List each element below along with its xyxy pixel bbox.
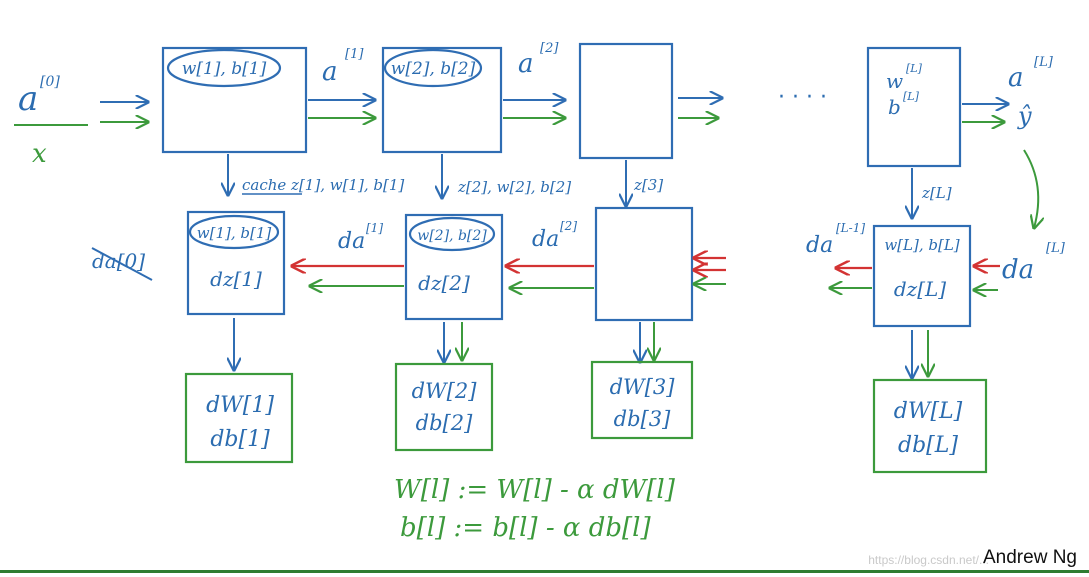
aL-superscript: [L]	[1034, 55, 1054, 70]
arrow-loss-down	[1024, 150, 1038, 228]
backward-layer-1-params: w[1], b[1]	[197, 224, 272, 242]
backward-layer-3-box	[596, 208, 692, 320]
gradient-1-dw: dW[1]	[206, 393, 274, 418]
da2-superscript: [2]	[560, 219, 577, 233]
daLm1-label: da	[806, 233, 833, 258]
input-x-label: x	[32, 139, 47, 169]
backward-layer-L-dz: dz[L]	[894, 277, 946, 301]
gradient-box-2	[396, 364, 492, 450]
gradient-3-dw: dW[3]	[610, 375, 676, 399]
y-hat-label: ŷ	[1017, 102, 1032, 130]
cache-label-3: z[3]	[633, 176, 663, 194]
a2-superscript: [2]	[540, 41, 559, 56]
daLm1-superscript: [L-1]	[836, 221, 865, 235]
watermark-text: https://blog.csdn.net/...	[868, 553, 989, 567]
cache-label-L: z[L]	[921, 184, 952, 202]
da1-label: da	[338, 229, 365, 254]
update-rule-b: b[l] := b[l] - α db[l]	[400, 513, 651, 543]
backward-layer-L-params: w[L], b[L]	[884, 236, 959, 254]
layer-L-w: w	[886, 69, 903, 93]
input-a0-label: a	[18, 79, 38, 119]
forward-layer-3-box	[580, 44, 672, 158]
gradient-1-db: db[1]	[210, 427, 270, 452]
gradient-L-db: db[L]	[898, 433, 958, 458]
gradient-box-L	[874, 380, 986, 472]
layer-L-w-superscript: [L]	[906, 62, 923, 75]
da2-label: da	[532, 227, 559, 252]
a1-superscript: [1]	[345, 47, 364, 62]
backward-layer-1-dz: dz[1]	[210, 267, 262, 291]
author-credit: Andrew Ng	[983, 547, 1077, 569]
backward-layer-2-params: w[2], b[2]	[417, 228, 487, 244]
update-rule-w: W[l] := W[l] - α dW[l]	[394, 475, 676, 505]
gradient-2-dw: dW[2]	[412, 379, 478, 403]
gradient-2-db: db[2]	[416, 411, 473, 435]
daL-label: da	[1002, 255, 1034, 285]
layer-L-b-superscript: [L]	[903, 90, 920, 103]
a1-label: a	[322, 57, 338, 87]
daL-superscript: [L]	[1046, 241, 1066, 256]
cache-label-1: cache z[1], w[1], b[1]	[242, 176, 404, 194]
gradient-3-db: db[3]	[614, 407, 671, 431]
layer-L-b: b	[888, 95, 901, 119]
input-a0-superscript: [0]	[40, 74, 60, 90]
forward-layer-2-params: w[2], b[2]	[391, 59, 476, 79]
gradient-L-dw: dW[L]	[894, 399, 963, 424]
aL-label: a	[1008, 63, 1024, 93]
a2-label: a	[518, 49, 534, 79]
forward-ellipsis: · · · ·	[778, 85, 827, 110]
da1-superscript: [1]	[366, 221, 383, 235]
backward-layer-2-dz: dz[2]	[418, 271, 470, 295]
forward-layer-1-params: w[1], b[1]	[182, 59, 267, 79]
cache-label-2: z[2], w[2], b[2]	[457, 178, 571, 196]
